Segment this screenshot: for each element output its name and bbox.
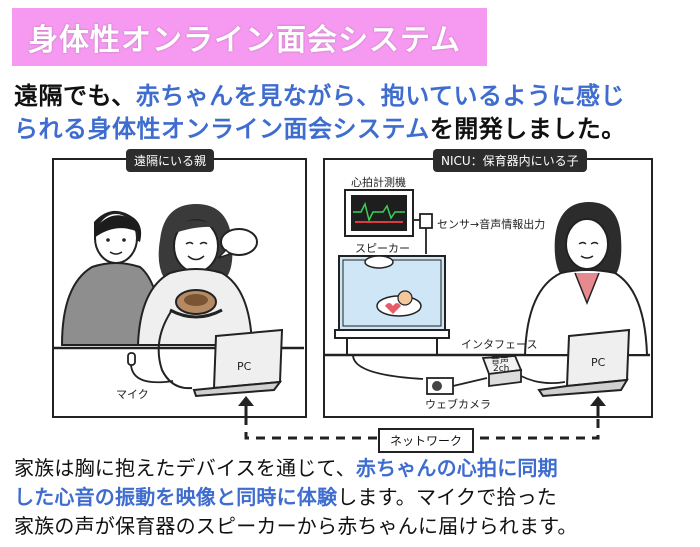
doctor-figure [523, 202, 649, 356]
remote-parent-illustration [54, 204, 304, 398]
right-laptop-icon [537, 328, 631, 398]
interface-box-icon [481, 355, 523, 388]
webcam-label: ウェブカメラ [425, 398, 491, 411]
nicu-tag: NICU：保育器内にいる子 [433, 149, 587, 172]
headline: 遠隔でも、赤ちゃんを見ながら、抱いているように感じ られる身体性オンライン面会シ… [14, 80, 694, 146]
right-pc-label: PC [591, 356, 606, 369]
description-highlight-1: 赤ちゃんの心拍に同期 [355, 456, 558, 480]
nicu-illustration [325, 189, 650, 398]
headline-highlight-2: られる身体性オンライン面会システム [14, 115, 430, 143]
page-title: 身体性オンライン面会システム [28, 23, 462, 58]
father-figure [60, 210, 166, 346]
arrow-up-icon [238, 396, 254, 406]
description-part-2: します。マイクで拾った [337, 485, 558, 509]
sensor-label: センサ→音声情報出力 [437, 218, 546, 231]
headline-part-2: を開発しました。 [429, 115, 626, 143]
laptop-icon [192, 328, 284, 398]
network-label: ネットワーク [378, 428, 475, 453]
description-part-3: 家族の声が保育器のスピーカーから赤ちゃんに届けられます。 [14, 514, 578, 538]
audio-label-bottom: 2ch [493, 364, 510, 374]
interface-label: インタフェース [461, 338, 538, 351]
speaker-icon [364, 255, 394, 269]
description-part-1: 家族は胸に抱えたデバイスを通じて、 [14, 456, 356, 480]
heart-monitor-label: 心拍計測機 [351, 176, 406, 189]
webcam-icon [426, 377, 454, 395]
mother-figure [136, 204, 258, 346]
remote-parent-panel: 遠隔にいる親 PC マイク [52, 149, 307, 418]
nicu-panel: NICU：保育器内にいる子 心拍計測機 センサ→音声情報出力 スピーカー インタ… [323, 149, 653, 418]
title-banner: 身体性オンライン面会システム [12, 8, 487, 66]
speaker-label: スピーカー [355, 242, 410, 255]
incubator-icon [334, 255, 450, 355]
headline-highlight-1: 赤ちゃんを見ながら、抱いているように感じ [135, 82, 626, 110]
remote-parent-tag: 遠隔にいる親 [126, 149, 215, 172]
description: 家族は胸に抱えたデバイスを通じて、赤ちゃんの心拍に同期 した心音の振動を映像と同… [14, 454, 698, 541]
description-highlight-2: した心音の振動を映像と同時に体験 [14, 485, 338, 509]
heart-monitor-icon [344, 189, 414, 237]
arrow-up-icon [590, 396, 606, 406]
audio-label-top: 音声 [491, 356, 510, 366]
microphone-icon [127, 352, 174, 384]
headline-part-1: 遠隔でも、 [14, 82, 136, 110]
left-pc-label: PC [237, 360, 252, 373]
microphone-label: マイク [116, 388, 149, 401]
